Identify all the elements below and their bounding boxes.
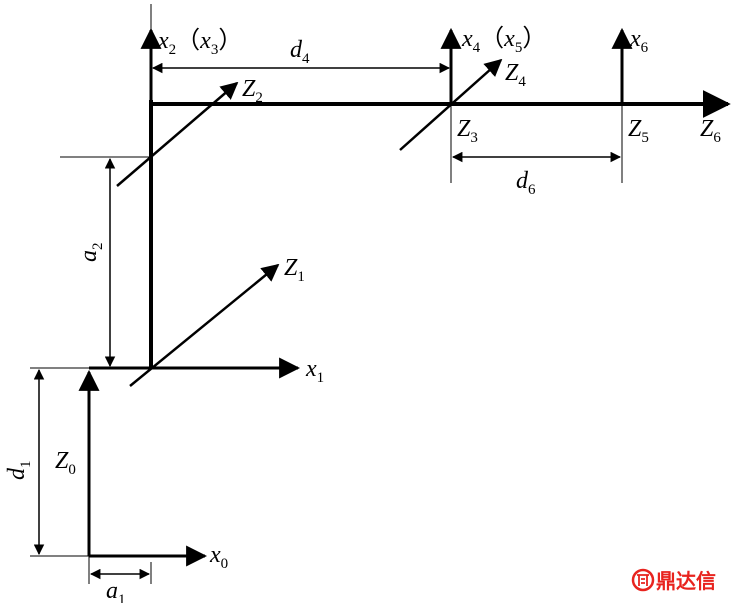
- label-z4: Z4: [505, 60, 526, 90]
- z2-axis: [116, 81, 239, 187]
- label-a1: a1: [106, 578, 126, 603]
- watermark-logo-mark: [637, 574, 649, 586]
- label-z5: Z5: [628, 116, 649, 146]
- label-z6: Z6: [700, 116, 721, 146]
- label-z1: Z1: [284, 255, 305, 285]
- label-z2: Z2: [242, 76, 263, 106]
- watermark: 鼎达信: [631, 568, 716, 593]
- label-z3: Z3: [457, 116, 478, 146]
- label-d6: d6: [516, 168, 536, 198]
- label-x0: x0: [209, 542, 228, 572]
- label-d1: d1: [4, 461, 34, 481]
- label-a2: a2: [76, 243, 106, 263]
- label-x2-x3: x2（x3）: [157, 28, 242, 58]
- label-x6: x6: [629, 26, 649, 56]
- watermark-logo-icon: [631, 568, 655, 592]
- label-d4: d4: [290, 37, 310, 67]
- label-z0: Z0: [55, 448, 76, 478]
- watermark-text: 鼎达信: [656, 569, 716, 593]
- z1-axis: [129, 263, 280, 387]
- label-x1: x1: [305, 356, 324, 386]
- label-x4-x5: x4（x5）: [461, 26, 546, 56]
